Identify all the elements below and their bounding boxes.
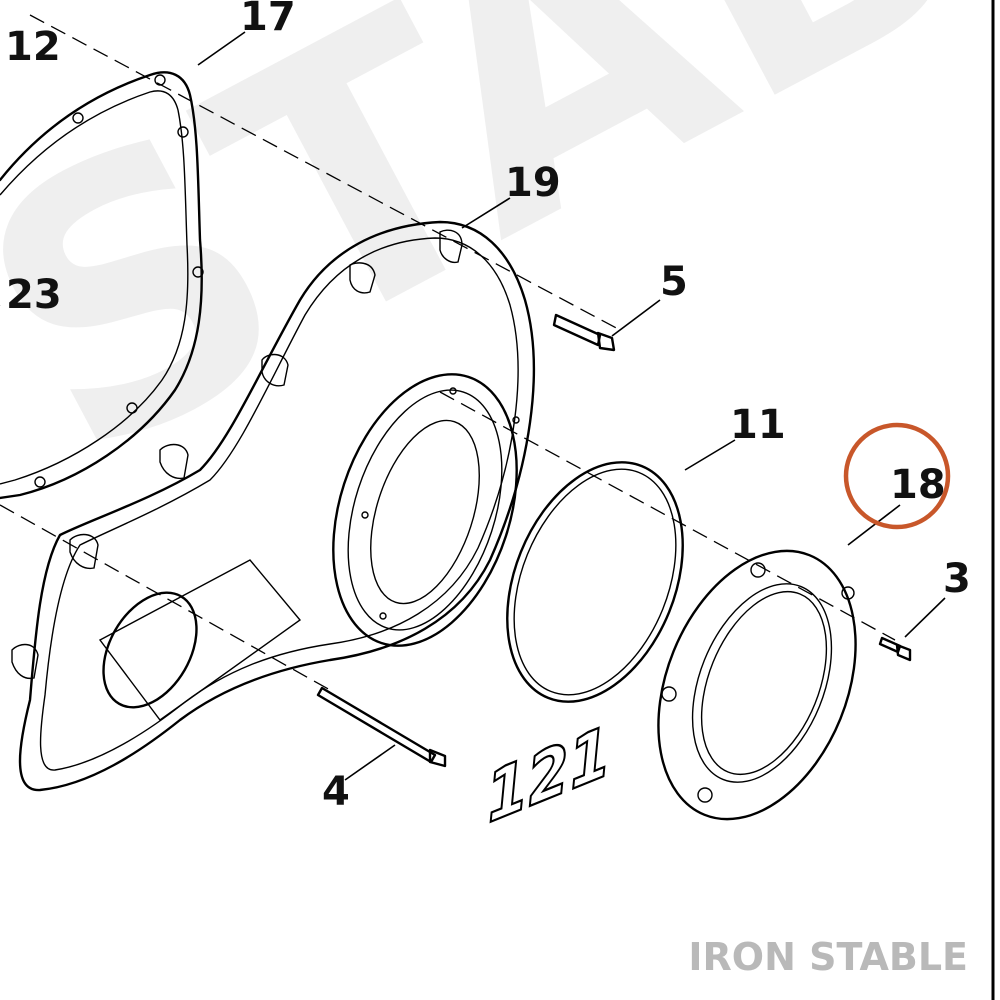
bolt-part-4 (316, 686, 447, 768)
callout-18: 18 (890, 462, 946, 508)
screw-part-3 (878, 636, 912, 662)
brand-label: IRON STABLE (688, 935, 968, 979)
highlight-circle (843, 422, 951, 530)
primary-cover-gasket (0, 71, 204, 500)
callout-3: 3 (943, 556, 971, 602)
derby-cover-o-ring (506, 461, 684, 703)
callout-4: 4 (322, 769, 350, 815)
callout-5: 5 (660, 259, 688, 305)
callout-19: 19 (505, 160, 561, 206)
callout-17: 17 (240, 0, 296, 40)
assembly-axes (0, 14, 896, 691)
callout-23: 23 (6, 272, 62, 318)
callout-11: 11 (730, 402, 786, 448)
callout-12: 12 (5, 24, 61, 70)
primary-cover (11, 220, 536, 792)
callout-labels: 12 17 19 23 5 11 18 3 4 (5, 0, 971, 815)
leader-lines (197, 31, 946, 781)
bolt-part-5 (552, 313, 616, 352)
derby-cover-logo: 121 (484, 711, 613, 839)
derby-cover: 121 (483, 549, 857, 840)
